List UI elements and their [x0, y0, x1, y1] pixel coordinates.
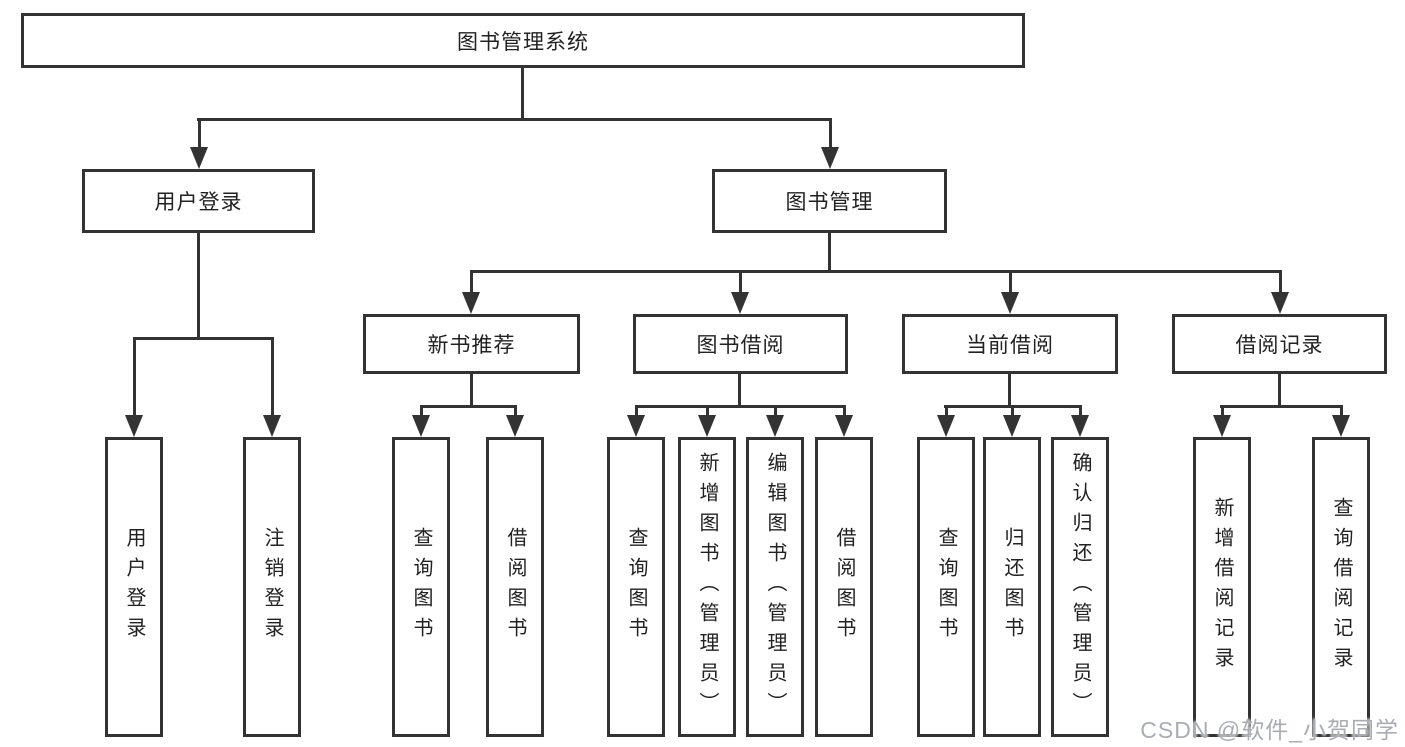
node-user-login: 用户登录	[82, 169, 315, 233]
leaf-label: 借阅图书	[833, 527, 855, 647]
arrow-down-icon	[412, 405, 430, 437]
arrow-down-icon	[1001, 270, 1019, 314]
node-new-book-recommend: 新书推荐	[363, 314, 580, 374]
node-label: 借阅记录	[1235, 334, 1324, 357]
arrow-down-icon	[731, 270, 749, 314]
connector-line	[521, 68, 524, 121]
leaf-label: 确认归还（管理员）	[1069, 452, 1091, 722]
leaf-label: 注销登录	[261, 527, 283, 647]
arrow-down-icon	[1271, 270, 1289, 314]
arrow-down-icon	[627, 405, 645, 437]
node-label: 用户登录	[154, 191, 243, 214]
connector-line	[828, 233, 831, 273]
connector-line	[470, 270, 1281, 273]
arrow-down-icon	[462, 270, 480, 314]
node-library-management-system: 图书管理系统	[21, 13, 1025, 68]
arrow-down-icon	[766, 405, 784, 437]
leaf-label: 归还图书	[1001, 527, 1023, 647]
arrow-down-icon	[698, 405, 716, 437]
connector-line	[197, 118, 832, 121]
leaf-borrow-books-recommend: 借阅图书	[486, 437, 544, 737]
leaf-query-books-borrowing: 查询图书	[607, 437, 665, 737]
leaf-logout: 注销登录	[243, 437, 301, 737]
node-label: 图书管理	[785, 191, 874, 214]
leaf-add-book-admin: 新增图书（管理员）	[678, 437, 736, 737]
leaf-label: 编辑图书（管理员）	[764, 452, 786, 722]
arrow-down-icon	[821, 118, 839, 169]
leaf-return-book: 归还图书	[983, 437, 1041, 737]
arrow-down-icon	[1332, 405, 1350, 437]
leaf-borrow-books: 借阅图书	[815, 437, 873, 737]
node-label: 图书借阅	[696, 334, 785, 357]
arrow-down-icon	[937, 405, 955, 437]
arrow-down-icon	[125, 337, 143, 437]
node-book-management: 图书管理	[712, 169, 947, 233]
node-label: 当前借阅	[966, 334, 1054, 357]
arrow-down-icon	[190, 118, 208, 169]
leaf-label: 用户登录	[123, 527, 145, 647]
connector-line	[738, 374, 741, 408]
connector-line	[133, 337, 274, 340]
connector-line	[1008, 374, 1011, 408]
leaf-label: 借阅图书	[504, 527, 526, 647]
leaf-label: 新增借阅记录	[1211, 497, 1233, 677]
arrow-down-icon	[1003, 405, 1021, 437]
node-book-borrowing: 图书借阅	[633, 314, 848, 374]
leaf-add-borrow-record: 新增借阅记录	[1193, 437, 1251, 737]
node-borrow-records: 借阅记录	[1172, 314, 1387, 374]
leaf-label: 查询图书	[410, 527, 432, 647]
connector-line	[470, 374, 473, 408]
node-current-borrowing: 当前借阅	[902, 314, 1118, 374]
leaf-user-login-action: 用户登录	[105, 437, 163, 737]
node-label: 图书管理系统	[457, 30, 589, 54]
leaf-confirm-return-admin: 确认归还（管理员）	[1051, 437, 1109, 737]
leaf-label: 查询借阅记录	[1330, 497, 1352, 677]
arrow-down-icon	[1071, 405, 1089, 437]
leaf-label: 查询图书	[935, 527, 957, 647]
arrow-down-icon	[263, 337, 281, 437]
arrow-down-icon	[1213, 405, 1231, 437]
leaf-query-borrow-record: 查询借阅记录	[1312, 437, 1370, 737]
connector-line	[1220, 405, 1343, 408]
connector-line	[420, 405, 517, 408]
connector-line	[197, 233, 200, 340]
leaf-query-books-recommend: 查询图书	[392, 437, 450, 737]
node-label: 新书推荐	[427, 334, 516, 357]
leaf-edit-book-admin: 编辑图书（管理员）	[746, 437, 804, 737]
leaf-label: 新增图书（管理员）	[696, 452, 718, 722]
arrow-down-icon	[506, 405, 524, 437]
connector-line	[1278, 374, 1281, 408]
arrow-down-icon	[835, 405, 853, 437]
csdn-watermark: CSDN @软件_小贺同学	[1140, 717, 1399, 743]
connector-line	[635, 405, 846, 408]
leaf-query-books-current: 查询图书	[917, 437, 975, 737]
leaf-label: 查询图书	[625, 527, 647, 647]
